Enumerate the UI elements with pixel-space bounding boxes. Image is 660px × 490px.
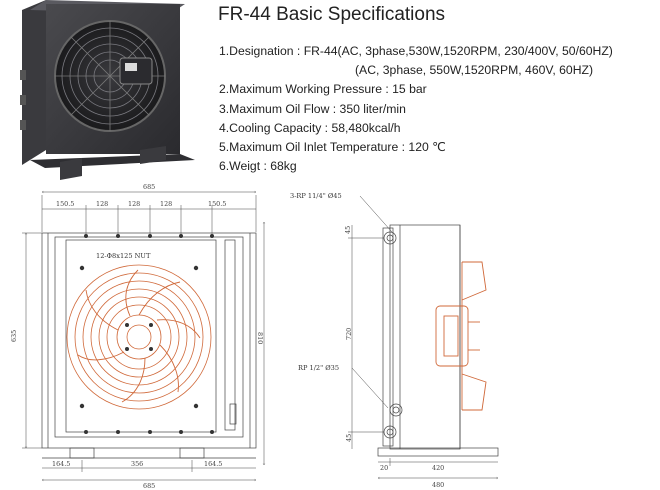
dim-side-mid: 720 bbox=[345, 328, 353, 340]
dim-spacing-5: 150.5 bbox=[208, 200, 226, 208]
mounting-holes-bottom bbox=[84, 430, 214, 434]
dim-side-top: 45 bbox=[344, 226, 352, 234]
spec-pressure: 2.Maximum Working Pressure : 15 bar bbox=[219, 82, 427, 97]
dim-hole-spacing bbox=[42, 205, 256, 235]
spec-title: FR-44 Basic Specifications bbox=[218, 4, 446, 25]
side-view: 3-RP 11/4" Ø45 bbox=[290, 192, 499, 489]
spec-oil-flow: 3.Maximum Oil Flow : 350 liter/min bbox=[219, 101, 406, 116]
spec-weight: 6.Weigt : 68kg bbox=[219, 159, 297, 174]
dim-right-height: 810 bbox=[256, 332, 264, 344]
dim-side-bottom: 45 bbox=[345, 434, 353, 442]
front-note: 12-Φ8x125 NUT bbox=[96, 252, 151, 260]
dim-base-left: 20 bbox=[380, 464, 388, 472]
dim-base-total: 480 bbox=[432, 481, 444, 489]
port-bottom-leader bbox=[351, 367, 389, 409]
fan-mount-points bbox=[79, 265, 199, 409]
cooler-side-panel bbox=[22, 0, 46, 165]
motor-label bbox=[125, 63, 137, 71]
dim-top-overall bbox=[42, 192, 256, 232]
side-body bbox=[377, 224, 499, 457]
dim-spacing-1: 150.5 bbox=[56, 200, 74, 208]
fan-side-profile bbox=[435, 261, 487, 411]
spec-cooling-capacity: 4.Cooling Capacity : 58,480kcal/h bbox=[219, 120, 401, 135]
dim-spacing-2: 128 bbox=[96, 200, 108, 208]
dim-bottom-right: 164.5 bbox=[204, 460, 222, 468]
dim-sides bbox=[22, 222, 264, 465]
dim-base-mid: 420 bbox=[432, 464, 444, 472]
side-ports bbox=[20, 70, 26, 130]
spec-list: 1.Designation : FR-44(AC, 3phase,530W,15… bbox=[219, 42, 613, 176]
dim-side bbox=[348, 225, 498, 478]
side-ports-drawing bbox=[383, 231, 403, 439]
front-view: 685 150.5 128 128 128 150.5 bbox=[10, 183, 264, 490]
dim-bottom-overall: 685 bbox=[143, 482, 155, 490]
mounting-holes-top bbox=[84, 234, 214, 238]
dim-bottom-left: 164.5 bbox=[52, 460, 70, 468]
foot-right bbox=[140, 146, 166, 164]
port-top-leader bbox=[359, 195, 393, 233]
port-top-label: 3-RP 11/4" Ø45 bbox=[290, 192, 342, 200]
port-bottom-label: RP 1/2" Ø35 bbox=[298, 364, 339, 372]
dim-bottom-mid: 356 bbox=[131, 460, 143, 468]
fan-guard-drawing bbox=[66, 264, 212, 410]
spec-designation: 1.Designation : FR-44(AC, 3phase,530W,15… bbox=[219, 44, 613, 58]
dim-spacing-3: 128 bbox=[128, 200, 140, 208]
dim-bottom bbox=[42, 460, 256, 480]
product-photo bbox=[20, 0, 195, 180]
foot-left bbox=[60, 158, 82, 180]
spec-temperature: 5.Maximum Oil Inlet Temperature : 120 ℃ bbox=[219, 140, 446, 155]
front-feet bbox=[42, 447, 256, 459]
dim-spacing-4: 128 bbox=[160, 200, 172, 208]
spec-designation-alt: (AC, 3phase, 550W,1520RPM, 460V, 60HZ) bbox=[355, 63, 594, 78]
fan-blades-drawing bbox=[77, 269, 201, 403]
dim-top-overall-label: 685 bbox=[143, 183, 155, 191]
dim-left-height: 635 bbox=[10, 330, 18, 342]
front-body bbox=[41, 232, 257, 449]
